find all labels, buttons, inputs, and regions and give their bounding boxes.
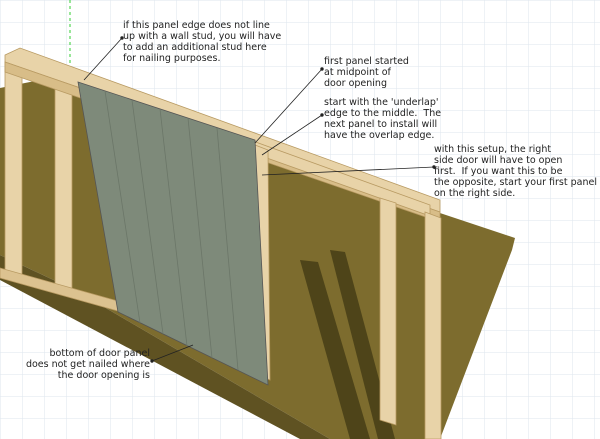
bottom-note: bottom of door panel does not get nailed… [25,348,150,381]
panel-grooves [104,90,239,371]
leader-lines [83,36,436,363]
door-stud [379,197,397,426]
stud-note: if this panel edge does not line up with… [123,20,282,64]
stud-shadow [300,260,370,439]
underlap-note: start with the 'underlap' edge to the mi… [324,97,442,141]
left-stud [54,79,73,291]
door-open-note: with this setup, the right side door wil… [434,144,597,199]
door-panel [77,81,269,386]
stud-shadow [330,250,395,439]
first-panel-note: first panel started at midpoint of door … [324,56,409,89]
door-stud [424,211,442,439]
left-end-stud [4,61,23,276]
